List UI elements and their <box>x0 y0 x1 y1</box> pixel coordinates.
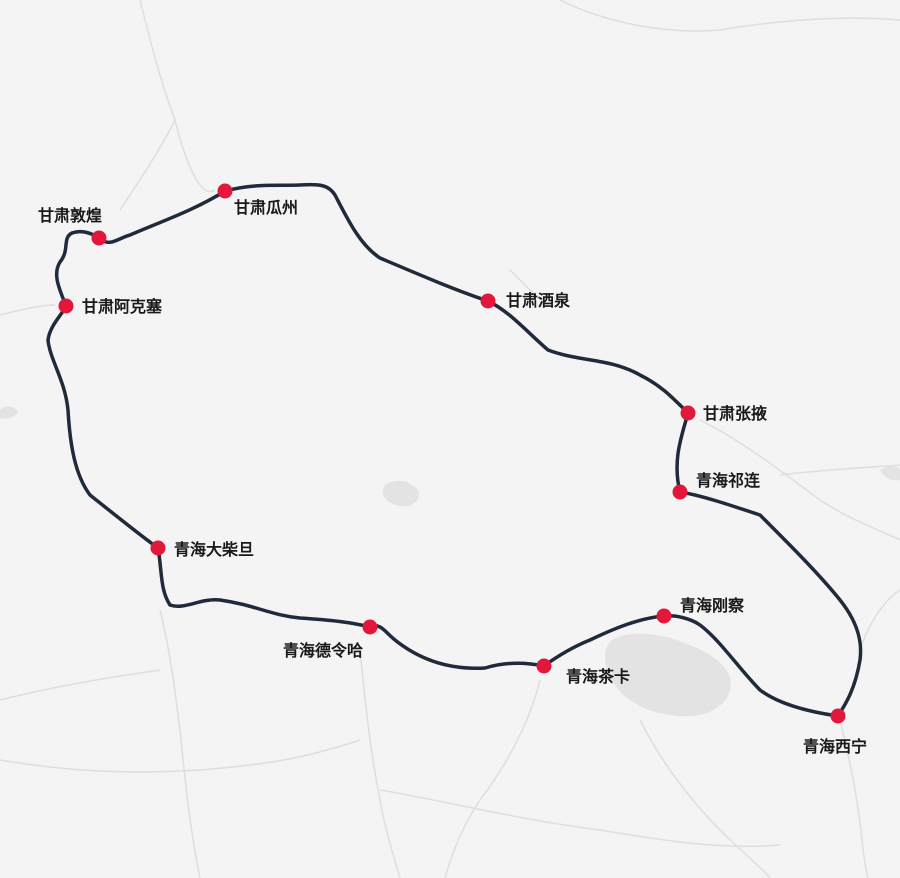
stop-marker-zhangye[interactable] <box>680 405 696 421</box>
stop-marker-chaka[interactable] <box>536 658 552 674</box>
stop-label-chaka: 青海茶卡 <box>566 667 630 686</box>
stop-marker-akesai[interactable] <box>58 298 74 314</box>
stop-label-qilian: 青海祁连 <box>696 471 761 490</box>
stop-label-delingha: 青海德令哈 <box>283 641 363 660</box>
stop-marker-dachaidan[interactable] <box>150 540 166 556</box>
stop-labels: 甘肃敦煌 甘肃瓜州 甘肃酒泉 甘肃张掖 青海祁连 青海西宁 青海刚察 青海茶卡 … <box>38 198 867 756</box>
stop-marker-xining[interactable] <box>830 708 846 724</box>
stop-marker-gangcha[interactable] <box>656 608 672 624</box>
stop-marker-jiuquan[interactable] <box>480 293 496 309</box>
stop-label-xining: 青海西宁 <box>803 737 867 756</box>
stop-label-zhangye: 甘肃张掖 <box>703 404 767 423</box>
stop-label-akesai: 甘肃阿克塞 <box>82 297 163 316</box>
stop-marker-qilian[interactable] <box>672 484 688 500</box>
route-line <box>46 182 863 718</box>
stop-label-gangcha: 青海刚察 <box>680 596 745 615</box>
stop-label-guazhou: 甘肃瓜州 <box>234 198 298 217</box>
stop-label-dunhuang: 甘肃敦煌 <box>38 206 102 225</box>
stop-label-dachaidan: 青海大柴旦 <box>174 540 254 559</box>
route-stops <box>58 183 846 724</box>
stop-label-jiuquan: 甘肃酒泉 <box>506 291 571 310</box>
stop-marker-guazhou[interactable] <box>217 183 233 199</box>
stop-marker-delingha[interactable] <box>362 619 378 635</box>
background-water <box>0 406 900 717</box>
stop-marker-dunhuang[interactable] <box>91 230 107 246</box>
